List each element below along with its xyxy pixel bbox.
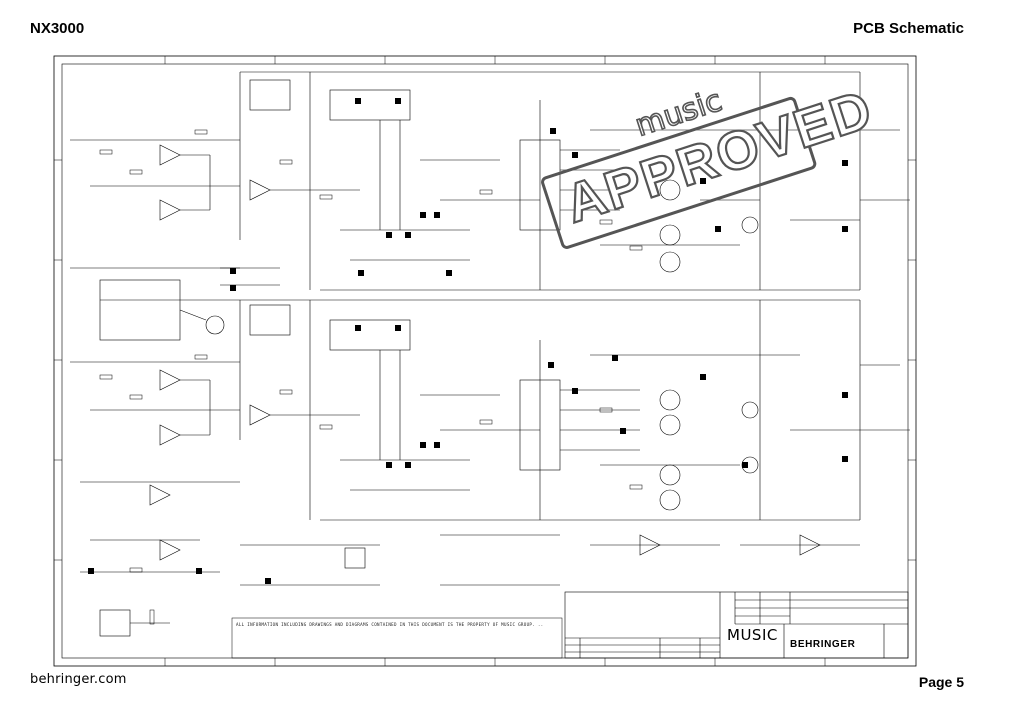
document-type: PCB Schematic xyxy=(853,20,964,37)
component-marks xyxy=(88,98,848,584)
channel-2-circuit xyxy=(70,299,910,521)
behringer-title-logo: BEHRINGER xyxy=(790,639,856,650)
model-name: NX3000 xyxy=(30,20,85,37)
notice-frame xyxy=(231,617,563,659)
music-group-logo: MUSIC xyxy=(727,626,778,644)
page-number: Page 5 xyxy=(918,674,964,690)
footer-brand-url: behringer.com xyxy=(30,672,127,687)
channel-1-circuit xyxy=(70,71,910,341)
confidentiality-notice: ALL INFORMATION INCLUDING DRAWINGS AND D… xyxy=(236,622,544,627)
sheet-outer-border xyxy=(53,55,917,667)
title-block xyxy=(564,591,909,659)
resistor-marks xyxy=(99,129,643,625)
zone-ticks xyxy=(54,56,916,666)
